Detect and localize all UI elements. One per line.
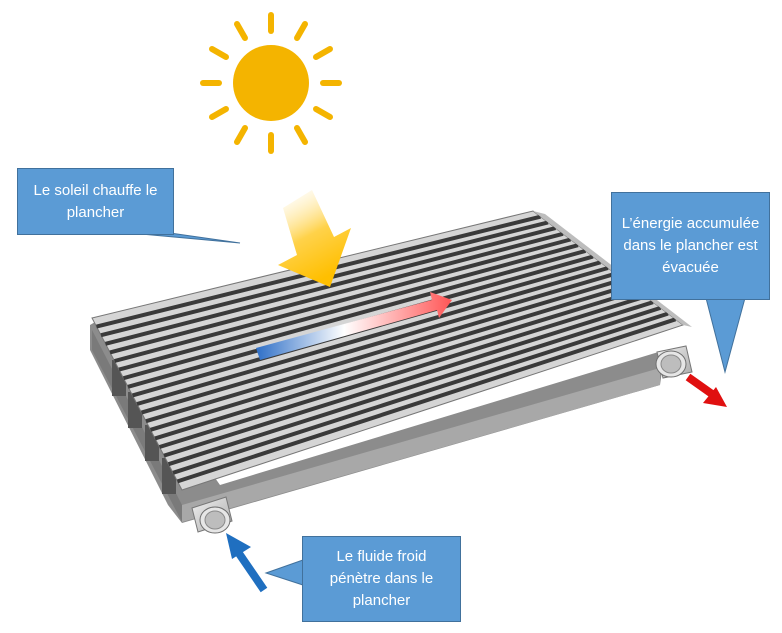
floor-tube: [118, 243, 579, 372]
sunlight-arrow-icon: [278, 190, 351, 287]
callout-energy-out: L’énergie accumulée dans le plancher est…: [611, 192, 770, 300]
floor-tube: [172, 311, 669, 475]
callout-sun-heats: Le soleil chauffe le plancher: [17, 168, 174, 235]
floor-tube: [140, 271, 617, 415]
sun-icon: [200, 12, 342, 154]
floor-tube: [163, 300, 654, 458]
energy-out-arrow-icon: [685, 373, 727, 407]
callout-fluid-in-text: Le fluide froid pénètre dans le plancher: [329, 548, 434, 609]
floor-tube: [145, 277, 624, 424]
callout-energy-out-text: L’énergie accumulée dans le plancher est…: [621, 215, 760, 276]
floor-tube: [113, 237, 572, 363]
floor-tube: [149, 283, 632, 432]
floor-tube: [105, 226, 556, 346]
floor-tube: [176, 317, 677, 484]
callout-fluid-in: Le fluide froid pénètre dans le plancher: [302, 536, 461, 622]
fluid-in-arrow-icon: [226, 533, 268, 593]
callout-sun-heats-text: Le soleil chauffe le plancher: [33, 181, 158, 221]
heated-floor-panel: [90, 210, 692, 523]
floor-tube: [154, 288, 639, 441]
floor-tube: [167, 305, 662, 467]
floor-tube: [136, 266, 609, 406]
flow-gradient-arrow-icon: [256, 292, 452, 360]
inlet-pipe: [191, 496, 233, 534]
floor-tube: [158, 294, 647, 449]
floor-tube: [122, 248, 587, 381]
callout-out-pointer: [705, 297, 746, 374]
callout-in-pointer: [264, 559, 304, 586]
outlet-pipe: [655, 345, 693, 379]
floor-tube: [109, 231, 564, 355]
